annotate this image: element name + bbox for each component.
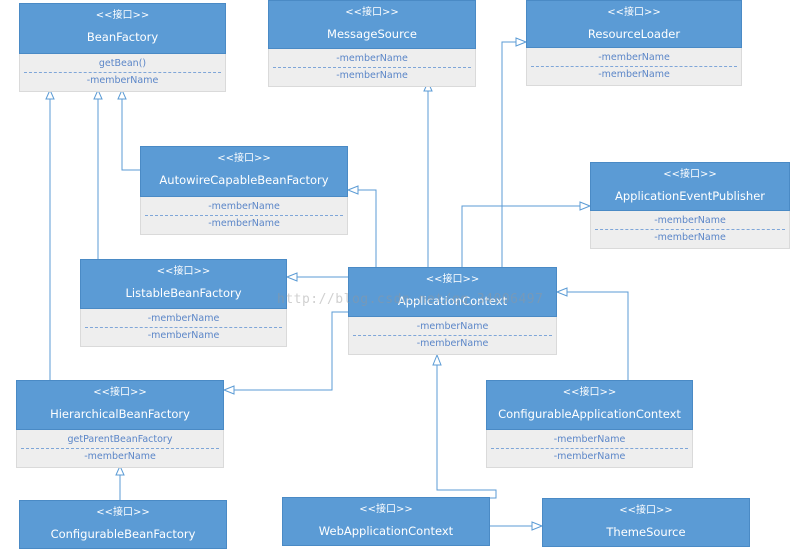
watermark: http://blog.csdn.net/qq_34006497 [277, 292, 544, 307]
interface-autowirecapablebeanfactory: <<接口>> AutowireCapableBeanFactory -membe… [140, 146, 348, 235]
interface-name: MessageSource [327, 27, 417, 41]
member-row: -memberName [86, 75, 159, 86]
arrowhead-open [222, 385, 235, 395]
connector-appcontext-to-resourceloader [501, 41, 520, 268]
stereotype-label: <<接口>> [95, 10, 150, 21]
stereotype-label: <<接口>> [607, 7, 661, 18]
connector-appcontext-to-autowire [355, 189, 377, 268]
stereotype-label: <<接口>> [562, 387, 617, 398]
connector-configurableac-to-appcontext [564, 291, 629, 380]
stereotype-label: <<接口>> [663, 169, 717, 180]
member-row: -memberName [595, 213, 785, 230]
interface-applicationeventpublisher: <<接口>> ApplicationEventPublisher -member… [590, 162, 790, 249]
connector-webac-to-appcontext [436, 362, 497, 499]
member-row: -memberName [85, 311, 282, 328]
connector-appcontext-to-eventpublisher [461, 205, 584, 268]
member-row: -memberName [353, 319, 552, 336]
stereotype-label: <<接口>> [425, 274, 480, 285]
arrowhead-open [117, 88, 127, 100]
interface-webapplicationcontext: <<接口>> WebApplicationContext [282, 497, 490, 546]
member-row: -memberName [531, 50, 737, 67]
member-row: -memberName [273, 51, 471, 68]
interface-configurablebeanfactory: <<接口>> ConfigurableBeanFactory [19, 500, 227, 549]
arrowhead-open [531, 521, 544, 531]
member-row: -memberName [654, 232, 726, 243]
arrowhead-open [555, 287, 568, 297]
interface-name: ResourceLoader [587, 27, 681, 41]
connector-appcontext-to-hierarchical [231, 311, 348, 391]
interface-configurableapplicationcontext: <<接口>> ConfigurableApplicationContext -m… [486, 380, 693, 468]
stereotype-label: <<接口>> [359, 504, 413, 515]
interface-listablebeanfactory: <<接口>> ListableBeanFactory -memberName -… [80, 259, 287, 347]
interface-name: ApplicationEventPublisher [615, 189, 765, 203]
interface-name: AutowireCapableBeanFactory [159, 173, 329, 187]
interface-name: ConfigurableApplicationContext [498, 407, 681, 421]
stereotype-label: <<接口>> [93, 387, 147, 398]
interface-name: HierarchicalBeanFactory [50, 407, 190, 421]
interface-name: ConfigurableBeanFactory [50, 527, 196, 541]
arrowhead-open [515, 37, 528, 47]
connector-autowire-to-beanfactory [121, 92, 140, 171]
member-row: -memberName [491, 432, 688, 449]
interface-beanfactory: <<接口>> BeanFactory getBean() -memberName [19, 3, 226, 92]
member-row: -memberName [553, 451, 626, 462]
arrowhead-open [45, 88, 55, 100]
interface-messagesource: <<接口>> MessageSource -memberName -member… [268, 0, 476, 87]
arrowhead-open [115, 464, 125, 476]
interface-name: ThemeSource [606, 525, 686, 539]
member-row: -memberName [598, 69, 670, 80]
interface-resourceloader: <<接口>> ResourceLoader -memberName -membe… [526, 0, 742, 86]
stereotype-label: <<接口>> [345, 7, 399, 18]
stereotype-label: <<接口>> [96, 507, 150, 518]
interface-applicationcontext: <<接口>> ApplicationContext -memberName -m… [348, 267, 557, 355]
interface-name: BeanFactory [86, 30, 159, 44]
interface-name: WebApplicationContext [318, 524, 454, 538]
interface-hierarchicalbeanfactory: <<接口>> HierarchicalBeanFactory getParent… [16, 380, 224, 468]
arrowhead-open [285, 272, 298, 282]
interface-name: ApplicationContext [397, 294, 508, 308]
member-row: -memberName [208, 218, 280, 229]
member-row: -memberName [84, 451, 156, 462]
stereotype-label: <<接口>> [156, 266, 211, 277]
member-row: -memberName [145, 199, 343, 216]
member-row: getParentBeanFactory [21, 432, 219, 449]
interface-name: ListableBeanFactory [125, 286, 242, 300]
stereotype-label: <<接口>> [619, 505, 673, 516]
member-row: -memberName [416, 338, 489, 349]
stereotype-label: <<接口>> [217, 153, 271, 164]
member-row: getBean() [24, 56, 221, 73]
arrowhead-open [346, 185, 359, 195]
arrowhead-open [93, 88, 103, 100]
arrowhead-open [579, 201, 592, 211]
member-row: -memberName [336, 70, 408, 81]
interface-themesource: <<接口>> ThemeSource [542, 498, 750, 547]
member-row: -memberName [147, 330, 220, 341]
arrowhead-open [432, 353, 442, 366]
